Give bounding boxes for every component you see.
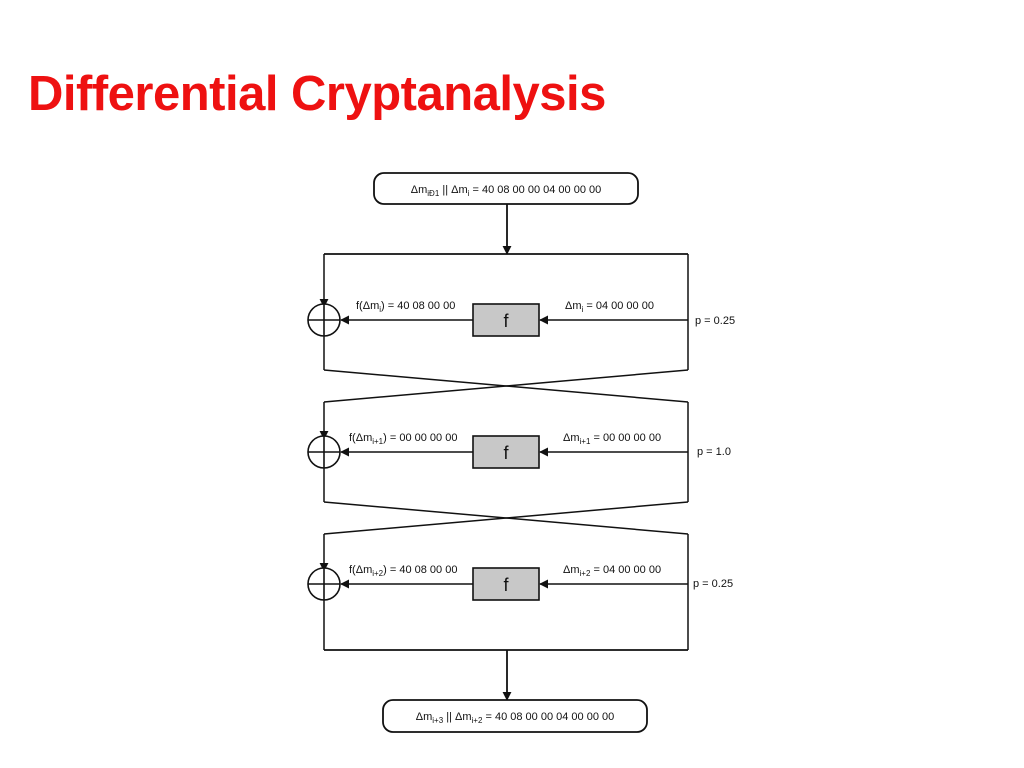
round3-input-label: Δmi+2 = 04 00 00 00 — [563, 564, 661, 578]
output-mid: || Δm — [443, 711, 471, 723]
round1-probability: p = 0.25 — [695, 315, 735, 327]
round2-in-prefix: Δm — [563, 432, 580, 444]
output-difference-label: Δmi+3 || Δmi+2 = 40 08 00 00 04 00 00 00 — [416, 711, 614, 725]
round1-input-label: Δmi = 04 00 00 00 — [565, 300, 654, 314]
round3-in-sub: i+2 — [580, 569, 591, 578]
round1-f-label: f — [503, 311, 509, 331]
round3-fout-suffix: ) = 40 08 00 00 — [383, 564, 457, 576]
round2-input-label: Δmi+1 = 00 00 00 00 — [563, 432, 661, 446]
round3-in-prefix: Δm — [563, 564, 580, 576]
input-difference-label: ΔmiÐ1 || Δmi = 40 08 00 00 04 00 00 00 — [411, 184, 601, 198]
crossover2-b — [323, 501, 689, 535]
round2-f-output-label: f(Δmi+1) = 00 00 00 00 — [349, 432, 457, 446]
round1-fout-suffix: ) = 40 08 00 00 — [381, 300, 455, 312]
output-sub2: i+2 — [472, 716, 483, 725]
round3-f-output-label: f(Δmi+2) = 40 08 00 00 — [349, 564, 457, 578]
round3-f-box — [472, 567, 540, 601]
round2-fout-sub: i+1 — [372, 437, 383, 446]
round3-in-suffix: = 04 00 00 00 — [590, 564, 661, 576]
output-difference-box — [382, 699, 648, 733]
round2-probability: p = 1.0 — [697, 446, 731, 458]
round1-in-sub: i — [582, 305, 584, 314]
crossover1-b — [323, 369, 689, 403]
round2-fout-suffix: ) = 00 00 00 00 — [383, 432, 457, 444]
round1-in-suffix: = 04 00 00 00 — [583, 300, 654, 312]
round1-in-prefix: Δm — [565, 300, 582, 312]
output-sub1: i+3 — [432, 716, 443, 725]
input-sub2: i — [468, 189, 470, 198]
input-delta: Δm — [411, 184, 428, 196]
output-delta: Δm — [416, 711, 433, 723]
round1-fout-sub: i — [379, 305, 381, 314]
round1-f-output-label: f(Δmi) = 40 08 00 00 — [356, 300, 455, 314]
slide-title: Differential Cryptanalysis — [28, 67, 606, 121]
round2-in-sub: i+1 — [580, 437, 591, 446]
input-sub1: iÐ1 — [427, 189, 440, 198]
round3-fout-prefix: f(Δm — [349, 564, 372, 576]
input-mid: || Δm — [439, 184, 467, 196]
round2-fout-prefix: f(Δm — [349, 432, 372, 444]
round1-fout-prefix: f(Δm — [356, 300, 379, 312]
round2-f-label: f — [503, 443, 509, 463]
round3-fout-sub: i+2 — [372, 569, 383, 578]
round3-probability: p = 0.25 — [693, 578, 733, 590]
round1-f-box — [472, 303, 540, 337]
round3-f-label: f — [503, 575, 509, 595]
input-difference-box — [373, 172, 639, 205]
input-rest: = 40 08 00 00 04 00 00 00 — [469, 184, 601, 196]
round2-in-suffix: = 00 00 00 00 — [590, 432, 661, 444]
output-rest: = 40 08 00 00 04 00 00 00 — [482, 711, 614, 723]
